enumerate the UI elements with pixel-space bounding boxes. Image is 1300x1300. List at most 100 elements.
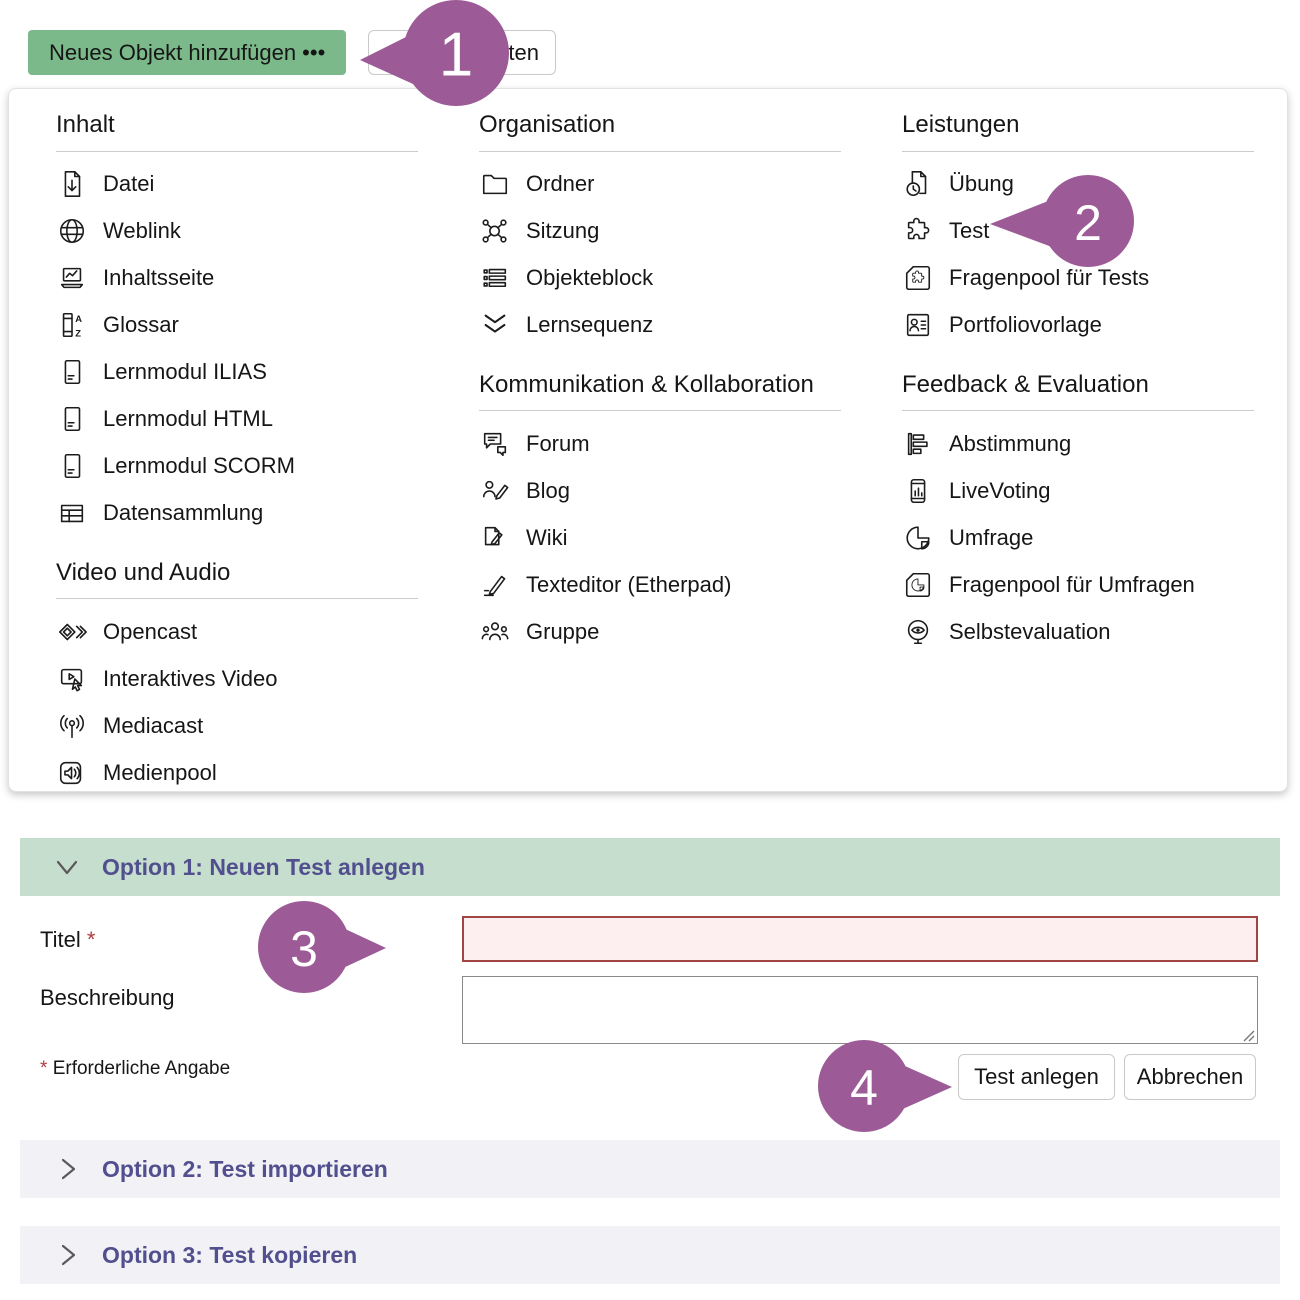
svg-text:3: 3 <box>290 921 318 977</box>
menu-item-ordner[interactable]: Ordner <box>479 161 841 208</box>
menu-item-datensammlung[interactable]: Datensammlung <box>56 490 418 537</box>
menu-item-objekteblock[interactable]: Objekteblock <box>479 255 841 302</box>
add-object-button[interactable]: Neues Objekt hinzufügen ••• <box>28 30 347 75</box>
menu-item-test[interactable]: Test <box>902 208 1254 255</box>
menu-item-label: Texteditor (Etherpad) <box>526 571 732 597</box>
test-anlegen-button[interactable]: Test anlegen <box>958 1054 1115 1100</box>
menu-item-label: Portfoliovorlage <box>949 312 1102 338</box>
menu-item-lernsequenz[interactable]: Lernsequenz <box>479 302 841 349</box>
gruppe-icon <box>479 617 511 647</box>
menu-item-label: Datei <box>103 171 155 197</box>
menu-item-label: Gruppe <box>526 618 600 644</box>
menu-item-lernmodul-ilias[interactable]: Lernmodul ILIAS <box>56 349 418 396</box>
menu-item-sitzung[interactable]: Sitzung <box>479 208 841 255</box>
menu-item-label: Wiki <box>526 524 568 550</box>
menu-item-opencast[interactable]: Opencast <box>56 608 418 655</box>
abbrechen-button[interactable]: Abbrechen <box>1124 1054 1256 1100</box>
menu-item-abstimmung[interactable]: Abstimmung <box>902 420 1254 467</box>
menu-item-lernmodul-scorm[interactable]: Lernmodul SCORM <box>56 443 418 490</box>
menu-item-label: Umfrage <box>949 524 1034 550</box>
datei-icon <box>56 169 88 199</box>
menu-item-interaktives-video[interactable]: Interaktives Video <box>56 655 418 702</box>
menu-item-inhaltsseite[interactable]: Inhaltsseite <box>56 255 418 302</box>
menu-item-label: Test <box>949 218 990 244</box>
menu-item-label: Lernmodul SCORM <box>103 453 295 479</box>
menu-item-label: Objekteblock <box>526 265 654 291</box>
menu-item-weblink[interactable]: Weblink <box>56 208 418 255</box>
menu-item-wiki[interactable]: Wiki <box>479 514 841 561</box>
menu-item-label: Medienpool <box>103 759 217 785</box>
menu-item-lernmodul-html[interactable]: Lernmodul HTML <box>56 396 418 443</box>
menu-item-livevoting[interactable]: LiveVoting <box>902 467 1254 514</box>
menu-item-selbstevaluation[interactable]: Selbstevaluation <box>902 608 1254 655</box>
menu-item-label: Opencast <box>103 618 198 644</box>
inhaltsseite-icon <box>56 263 88 293</box>
menu-item-blog[interactable]: Blog <box>479 467 841 514</box>
menu-item-gruppe[interactable]: Gruppe <box>479 608 841 655</box>
menu-item-portfoliovorlage[interactable]: Portfoliovorlage <box>902 302 1254 349</box>
option2-header[interactable]: Option 2: Test importieren <box>20 1140 1280 1198</box>
menu-item-label: Fragenpool für Tests <box>949 265 1150 291</box>
chevron-right-icon <box>61 1244 76 1266</box>
menu-item-label: Fragenpool für Umfragen <box>949 571 1195 597</box>
titel-input[interactable] <box>462 916 1258 962</box>
livevoting-icon <box>902 476 934 506</box>
menu-item-label: Lernsequenz <box>526 312 654 338</box>
menu-item-label: Weblink <box>103 218 181 244</box>
callout-3: 3 <box>258 901 386 993</box>
menu-item-datei[interactable]: Datei <box>56 161 418 208</box>
forum-icon <box>479 429 511 459</box>
required-asterisk: * <box>40 1058 48 1079</box>
mediacast-icon <box>56 711 88 741</box>
menu-item-label: Übung <box>949 171 1014 197</box>
fragenpool-umfragen-icon <box>902 570 934 600</box>
option3-title: Option 3: Test kopieren <box>102 1241 358 1268</box>
menu-item-umfrage[interactable]: Umfrage <box>902 514 1254 561</box>
lernsequenz-icon <box>479 310 511 340</box>
partially-hidden-button[interactable]: alten <box>368 30 556 75</box>
menu-item-label: Selbstevaluation <box>949 618 1111 644</box>
datensammlung-icon <box>56 498 88 528</box>
portfoliovorlage-icon <box>902 310 934 340</box>
menu-item-forum[interactable]: Forum <box>479 420 841 467</box>
menu-item-fragenpool-fur-umfragen[interactable]: Fragenpool für Umfragen <box>902 561 1254 608</box>
menu-item-label: Blog <box>526 477 571 503</box>
option1-header[interactable]: Option 1: Neuen Test anlegen <box>20 838 1280 896</box>
section-divider <box>56 598 418 600</box>
menu-item-label: Sitzung <box>526 218 600 244</box>
svg-text:A: A <box>75 314 82 324</box>
texteditor-icon <box>479 570 511 600</box>
selbstevaluation-icon <box>902 617 934 647</box>
beschreibung-textarea[interactable] <box>462 976 1258 1044</box>
fragenpool-tests-icon <box>902 263 934 293</box>
menu-section-title: Feedback & Evaluation <box>902 370 1149 398</box>
medienpool-icon <box>56 758 88 788</box>
menu-item-texteditor-etherpad[interactable]: Texteditor (Etherpad) <box>479 561 841 608</box>
ordner-icon <box>479 169 511 199</box>
opencast-icon <box>56 617 88 647</box>
menu-item-ubung[interactable]: Übung <box>902 161 1254 208</box>
menu-section-title: Inhalt <box>56 111 115 138</box>
menu-item-mediacast[interactable]: Mediacast <box>56 702 418 749</box>
menu-item-fragenpool-fur-tests[interactable]: Fragenpool für Tests <box>902 255 1254 302</box>
callout-4: 4 <box>818 1040 952 1132</box>
option1-title: Option 1: Neuen Test anlegen <box>102 853 425 880</box>
resize-grip-icon[interactable] <box>1242 1029 1255 1042</box>
option2-title: Option 2: Test importieren <box>102 1155 388 1182</box>
menu-item-medienpool[interactable]: Medienpool <box>56 749 418 796</box>
menu-item-label: Datensammlung <box>103 500 264 526</box>
chevron-right-icon <box>61 1158 76 1180</box>
chevron-down-icon <box>56 860 78 875</box>
option3-header[interactable]: Option 3: Test kopieren <box>20 1226 1280 1284</box>
